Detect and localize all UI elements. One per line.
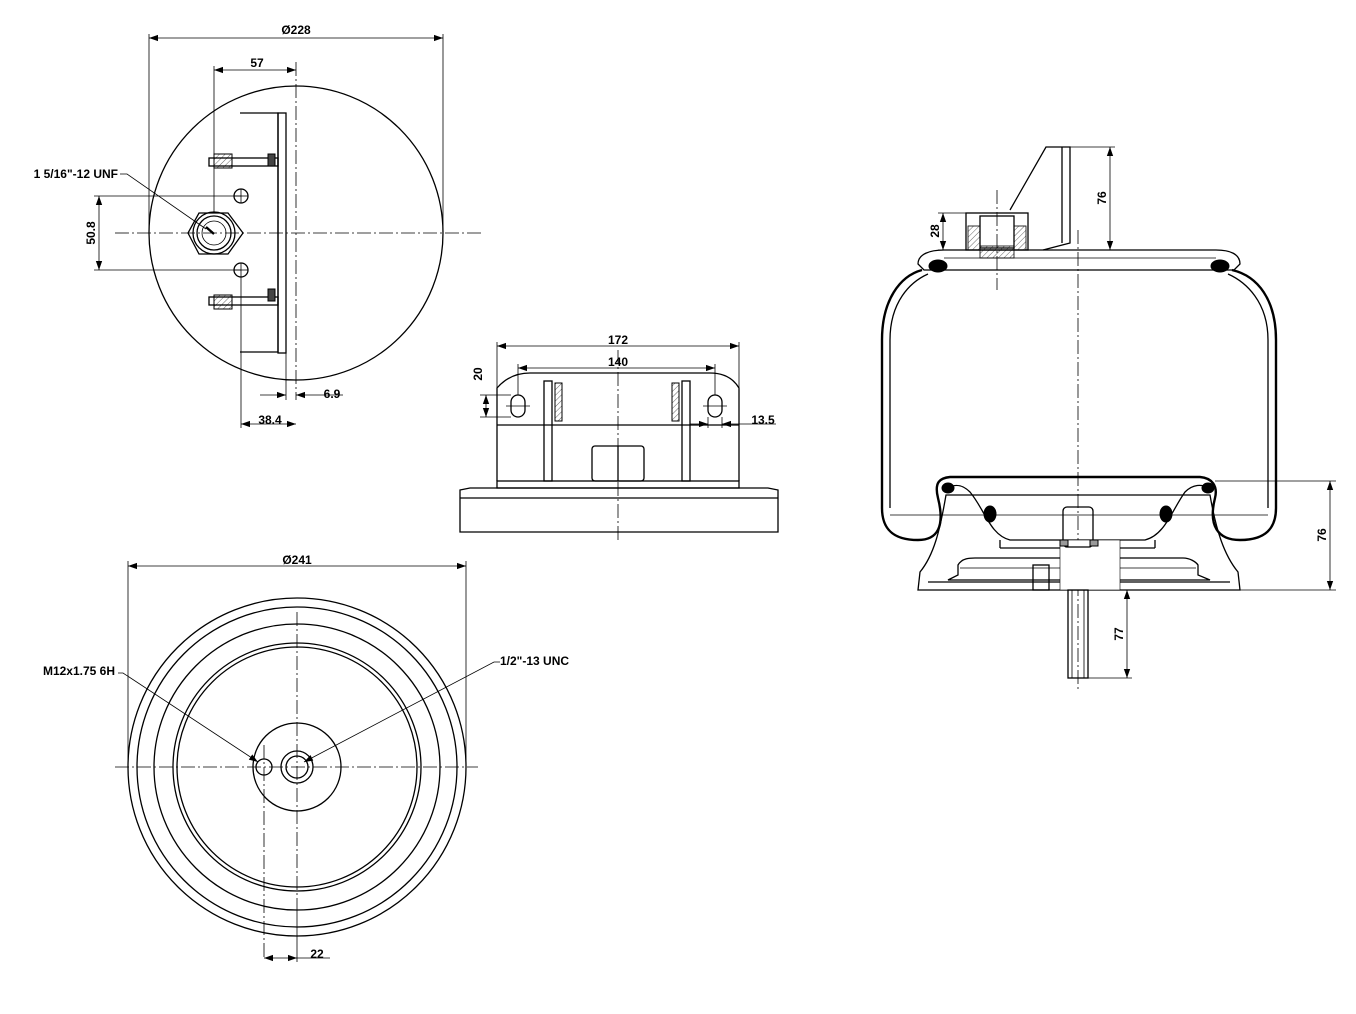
piston-section <box>917 482 1241 591</box>
bracket-profile <box>496 372 740 481</box>
dim-172: 172 <box>608 333 628 347</box>
hole-unc-outer <box>280 750 314 784</box>
air-fitting-nut <box>187 211 244 255</box>
dim-13-5: 13.5 <box>751 413 775 427</box>
bead-right-top <box>1210 259 1230 273</box>
stud-top <box>208 153 279 169</box>
bead-left-bottom <box>983 505 997 523</box>
dim-57: 57 <box>250 56 264 70</box>
dim-76-bottom: 76 <box>1315 528 1329 542</box>
thread-callout-unc: 1/2"-13 UNC <box>500 654 569 668</box>
dim-140: 140 <box>608 355 628 369</box>
bracket-plate <box>240 112 279 353</box>
dim-22: 22 <box>310 947 324 961</box>
dim-6-9: 6.9 <box>324 387 341 401</box>
dim-28: 28 <box>928 224 942 238</box>
bracket-flange <box>277 112 287 354</box>
air-fitting-section <box>965 190 1029 290</box>
dim-38-4: 38.4 <box>258 413 282 427</box>
mounting-stud <box>1067 589 1089 679</box>
hole-unc <box>285 755 309 779</box>
dim-76-top: 76 <box>1095 191 1109 205</box>
section-view: 76 28 76 77 <box>880 146 1336 690</box>
bellows-outline <box>880 268 1278 542</box>
stud-bottom <box>208 288 279 310</box>
thread-callout-unf: 1 5/16"-12 UNF <box>34 167 118 181</box>
base-plate <box>459 487 779 533</box>
top-plate-section <box>917 249 1241 271</box>
bead-right-bottom <box>1159 505 1173 523</box>
bottom-view: Ø241 M12x1.75 6H 1/2"-13 UNC 22 <box>43 553 569 962</box>
dim-diameter-228: Ø228 <box>281 23 311 37</box>
dim-77: 77 <box>1112 627 1126 641</box>
top-view: Ø228 57 1 5/16"-12 UNF 50.8 6.9 38.4 <box>34 23 483 428</box>
thread-callout-m12: M12x1.75 6H <box>43 664 115 678</box>
dim-diameter-241: Ø241 <box>282 553 312 567</box>
front-view: 172 140 20 13.5 <box>459 333 779 540</box>
dim-50-8: 50.8 <box>84 221 98 245</box>
dim-20: 20 <box>471 367 485 381</box>
bead-left-top <box>928 259 948 273</box>
